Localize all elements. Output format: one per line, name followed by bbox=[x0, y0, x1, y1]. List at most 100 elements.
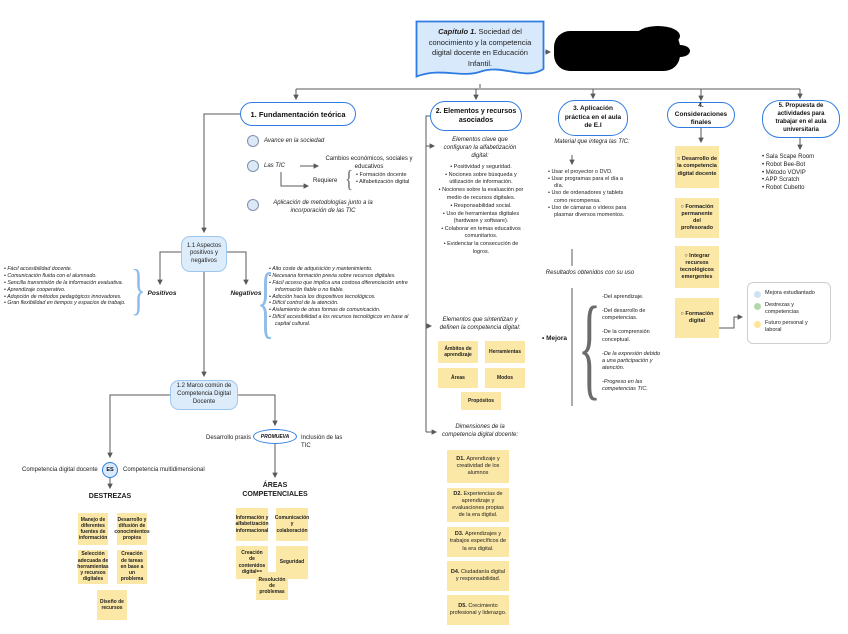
sticky-dimension[interactable]: D2. Experiencias de aprendizaje y evalua… bbox=[447, 488, 509, 522]
section-5-node[interactable]: 5. Propuesta de actividades para trabaja… bbox=[762, 100, 840, 138]
sticky-consideracion[interactable]: ○ Formación permanente del profesorado bbox=[675, 198, 719, 238]
legend-dot-yellow-icon bbox=[754, 321, 761, 329]
chapter-title-node[interactable]: Capítulo 1. Sociedad del conocimiento y … bbox=[415, 20, 545, 84]
sticky-dimension[interactable]: D4. Ciudadanía digital y responsabilidad… bbox=[447, 561, 509, 591]
praxis-right-label: Inclusión de las TIC bbox=[301, 435, 343, 449]
destrezas-title: DESTREZAS bbox=[88, 493, 132, 500]
circle-bullet-icon bbox=[247, 160, 259, 172]
circle-bullet-icon bbox=[247, 199, 259, 211]
list-item: • Necesaria formación previa sobre recur… bbox=[269, 272, 396, 279]
sticky-destreza[interactable]: Desarrollo y difusión de conocimientos p… bbox=[114, 513, 150, 545]
s3-results-list: -Del aprendizaje. -Del desarrollo de com… bbox=[602, 294, 662, 393]
positivos-list: • Fácil accesibilidad docente. • Comunic… bbox=[4, 266, 132, 307]
sticky-elemento[interactable]: Ámbitos de aprendizaje bbox=[438, 341, 478, 363]
list-item: • Difícil accesibilidad a los recursos t… bbox=[269, 314, 409, 327]
list-item: • Evidenciar la consecución de logros. bbox=[443, 241, 519, 255]
sticky-area[interactable]: Comunicación y colaboración bbox=[275, 508, 309, 541]
list-item: • Sencilla transmisión de la información… bbox=[4, 279, 124, 286]
list-item: • Difícil control de la atención. bbox=[269, 300, 339, 307]
sticky-elemento[interactable]: Modos bbox=[485, 368, 525, 388]
s2-header-3: Dimensiones de la competencia digital do… bbox=[441, 424, 519, 438]
section-4-node[interactable]: 4. Consideraciones finales bbox=[667, 102, 735, 128]
legend-dot-green-icon bbox=[754, 303, 761, 310]
chapter-title-text: Capítulo 1. Sociedad del conocimiento y … bbox=[421, 27, 539, 69]
sticky-elemento[interactable]: Áreas bbox=[438, 368, 478, 388]
legend-label: Mejora estudiantado bbox=[765, 290, 815, 296]
node-1-1-aspectos[interactable]: 1.1 Aspectos positivos y negativos bbox=[181, 236, 227, 272]
sticky-consideracion[interactable]: ○ Desarrollo de la competencia digital d… bbox=[675, 146, 719, 188]
list-item: • Formación docente bbox=[356, 172, 407, 178]
es-badge[interactable]: ES bbox=[102, 462, 118, 478]
list-item: • Robot Bee-Bot bbox=[762, 161, 806, 168]
sticky-consideracion[interactable]: ○ Formación digital bbox=[675, 298, 719, 338]
sticky-destreza[interactable]: Diseño de recursos bbox=[97, 590, 127, 620]
s1-requiere-label: Requiere bbox=[313, 178, 338, 184]
dimension-text: Aprendizajes y trabajos específicos de l… bbox=[449, 531, 507, 552]
node-1-2-marco[interactable]: 1.2 Marco común de Competencia Digital D… bbox=[170, 380, 238, 410]
mejora-label: • Mejora bbox=[542, 335, 568, 342]
negativos-label: Negativos bbox=[230, 290, 262, 297]
s1-requiere-list: • Formación docente • Alfabetización dig… bbox=[356, 172, 434, 186]
dimension-text: Ciudadanía digital y responsabilidad. bbox=[455, 568, 506, 582]
list-item: • Alto coste de adquisición y mantenimie… bbox=[269, 266, 373, 272]
sticky-consideracion[interactable]: ○ Integrar recursos tecnológicos emergen… bbox=[675, 246, 719, 288]
s1-tic-effect: Cambios económicos, sociales y educativo… bbox=[325, 156, 413, 170]
list-item: -Del aprendizaje. bbox=[602, 294, 644, 300]
legend-label: Futuro personal y laboral bbox=[765, 320, 808, 334]
s1-item-avance: Avance en la sociedad bbox=[264, 138, 325, 144]
list-item: • Colaborar en temas educativos comunita… bbox=[441, 226, 521, 240]
section-2-node[interactable]: 2. Elementos y recursos asociados bbox=[430, 101, 522, 131]
requiere-brace: { bbox=[345, 167, 354, 193]
sticky-dimension[interactable]: D1. Aprendizaje y creatividad de los alu… bbox=[447, 450, 509, 483]
list-item: • Positividad y seguridad. bbox=[450, 164, 512, 170]
list-item: -De la expresión debido a una participac… bbox=[602, 350, 661, 371]
s2-header-1: Elementos clave que configuran la alfabe… bbox=[443, 137, 517, 159]
promueva-badge[interactable]: PROMUEVA bbox=[253, 429, 297, 444]
section-1-node[interactable]: 1. Fundamentación teórica bbox=[240, 102, 356, 126]
section-3-node[interactable]: 3. Aplicación práctica en el aula de E.I bbox=[558, 100, 628, 136]
legend-dot-blue-icon bbox=[754, 291, 761, 298]
sticky-area[interactable]: Resolución de problemas bbox=[256, 572, 288, 600]
es-left-label: Competencia digital docente bbox=[22, 467, 98, 473]
list-item: • Comunicación fluida con el alumnado. bbox=[4, 272, 97, 279]
circle-bullet-icon bbox=[247, 135, 259, 147]
sticky-destreza[interactable]: Selección adecuada de herramientas y rec… bbox=[77, 550, 109, 584]
dimension-text: Aprendizaje y creatividad de los alumnos bbox=[456, 455, 500, 477]
list-item: • Aprendizaje cooperativo. bbox=[4, 286, 66, 293]
s1-item-las-tic: Las TIC bbox=[264, 163, 286, 169]
list-item: -Del desarrollo de competencias. bbox=[602, 308, 646, 322]
positivos-label: Positivos bbox=[147, 290, 177, 297]
s2-bullet-list: • Positividad y seguridad. • Nociones so… bbox=[436, 164, 526, 256]
negativos-brace: { bbox=[257, 258, 275, 346]
negativos-list: • Alto coste de adquisición y mantenimie… bbox=[269, 266, 421, 328]
dimension-code: D2. bbox=[453, 490, 462, 497]
sticky-destreza[interactable]: Creación de tareas en base a un problema bbox=[117, 550, 147, 584]
legend-box[interactable]: Mejora estudiantado Destrezas y competen… bbox=[747, 282, 831, 344]
list-item: • Robot Cubetto bbox=[762, 185, 805, 192]
list-item: • Método VOVIP bbox=[762, 169, 806, 176]
list-item: • Alfabetización digital bbox=[356, 179, 410, 186]
legend-label: Destrezas y competencias bbox=[765, 302, 799, 316]
sticky-destreza[interactable]: Manejo de diferentes fuentes de informac… bbox=[78, 513, 108, 545]
list-item: • Adicción hacia los dispositivos tecnol… bbox=[269, 293, 376, 300]
list-item: • Usar programas para el día a día. bbox=[548, 176, 623, 190]
mejora-brace: { bbox=[578, 283, 601, 410]
list-item: • Uso de herramientas digitales (hardwar… bbox=[442, 210, 520, 224]
list-item: • Uso de ordenadores y tablets como reco… bbox=[548, 190, 624, 204]
list-item: -De la comprensión conceptual. bbox=[602, 329, 650, 343]
sticky-area[interactable]: Información y alfabetización informacion… bbox=[235, 508, 269, 541]
list-item: • Usar el proyector o DVD. bbox=[548, 169, 613, 175]
sticky-dimension[interactable]: D5. Crecimiento profesional y liderazgo. bbox=[447, 595, 509, 625]
list-item: • Nociones sobre búsqueda y utilización … bbox=[445, 172, 517, 186]
sticky-elemento[interactable]: Herramientas bbox=[485, 341, 525, 363]
s3-header-2: Resultados obtenidos con su uso bbox=[545, 270, 635, 276]
sticky-elemento[interactable]: Propósitos bbox=[461, 392, 501, 410]
sticky-dimension[interactable]: D3. Aprendizajes y trabajos específicos … bbox=[447, 527, 509, 557]
list-item: • Nociones sobre la evaluación por medio… bbox=[438, 187, 524, 201]
sticky-area[interactable]: Seguridad bbox=[276, 546, 308, 579]
list-item: • Fácil acceso que implica una costosa d… bbox=[269, 279, 408, 293]
list-item: • Adopción de métodos pedagógicos innova… bbox=[4, 293, 122, 300]
s5-bullet-list: • Sala Scape Room • Robot Bee-Bot • Méto… bbox=[762, 154, 834, 193]
